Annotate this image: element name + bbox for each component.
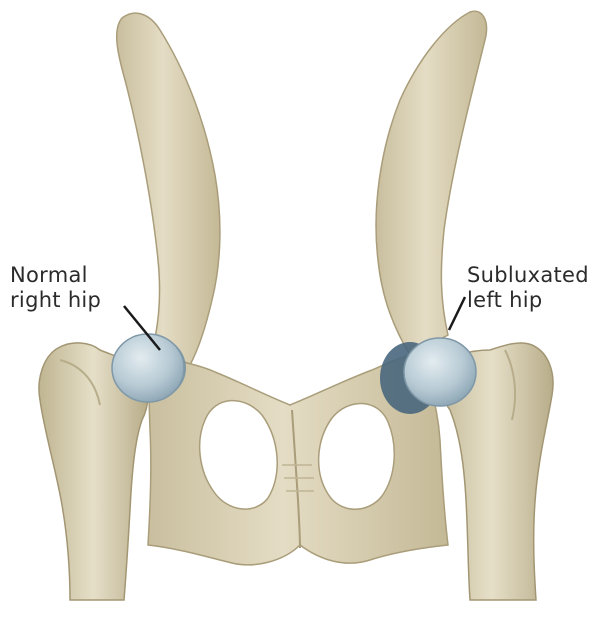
pelvis [117,11,487,565]
leader-line-left-hip [449,297,465,330]
subluxated-left-hip-label-line1: Subluxated [467,263,589,288]
femoral-head-left [404,338,476,406]
ilium-wing-right [117,13,220,365]
normal-right-hip-label-line2: right hip [10,288,101,313]
subluxated-left-hip-label: Subluxated left hip [467,263,589,313]
normal-right-hip-label: Normal right hip [10,263,101,313]
subluxated-left-hip-label-line2: left hip [467,288,589,313]
normal-right-hip-label-line1: Normal [10,263,101,288]
femoral-head-right [112,334,184,402]
